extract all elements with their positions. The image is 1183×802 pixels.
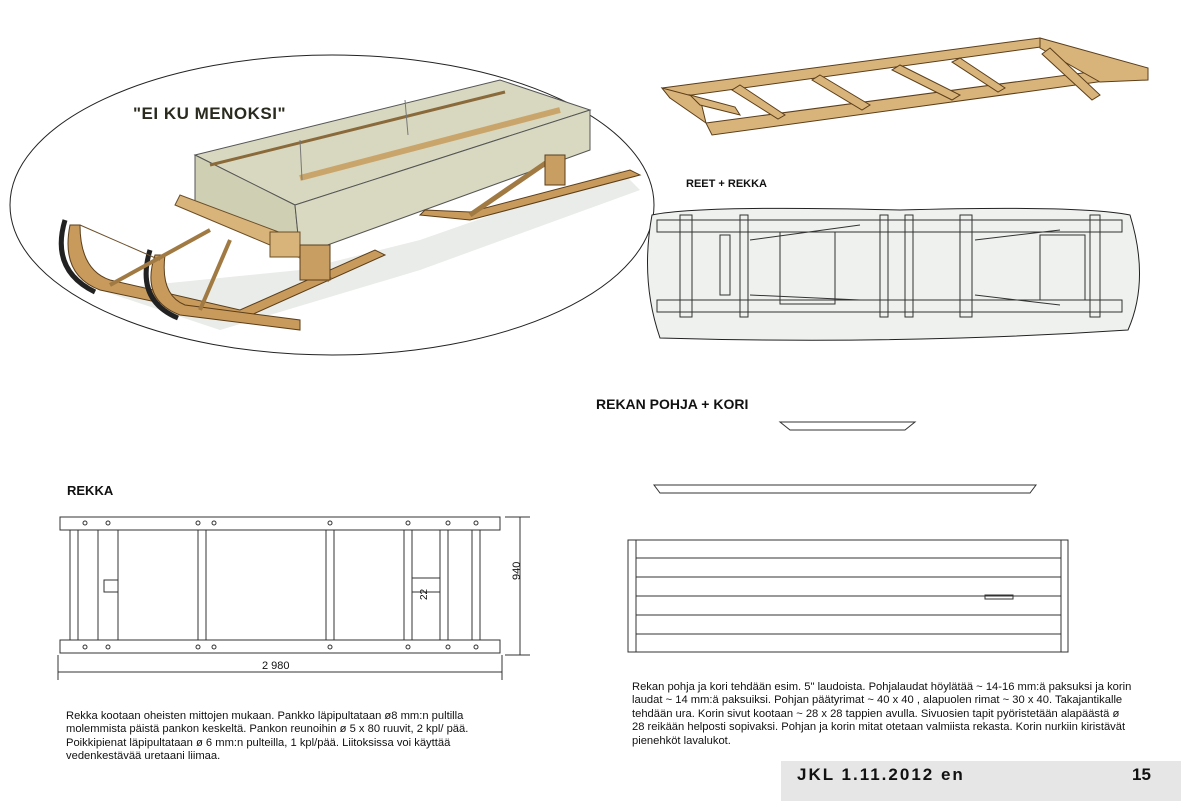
reet-rekka-title: REET + REKKA bbox=[686, 178, 767, 190]
rekka-description: Rekka kootaan oheisten mittojen mukaan. … bbox=[66, 710, 469, 763]
frame-isometric bbox=[660, 37, 1149, 136]
footer-date: JKL 1.11.2012 en bbox=[797, 765, 965, 784]
footer-bar bbox=[781, 761, 1181, 801]
pohja-profiles bbox=[653, 421, 1037, 494]
render-title: "EI KU MENOKSI" bbox=[133, 104, 287, 123]
pohja-kori-title: REKAN POHJA + KORI bbox=[596, 396, 749, 412]
reet-rekka-view bbox=[647, 207, 1141, 341]
pohja-description: Rekan pohja ja kori tehdään esim. 5" lau… bbox=[632, 681, 1132, 747]
rekka-plan bbox=[57, 516, 530, 680]
page-number: 15 bbox=[1132, 765, 1151, 784]
dimension-spacing: 22 bbox=[419, 588, 430, 600]
rekka-title: REKKA bbox=[67, 483, 114, 498]
pohja-top-view bbox=[627, 539, 1069, 653]
sled-render bbox=[9, 54, 655, 356]
dimension-length: 2 980 bbox=[262, 660, 290, 672]
dimension-width: 940 bbox=[511, 561, 523, 580]
